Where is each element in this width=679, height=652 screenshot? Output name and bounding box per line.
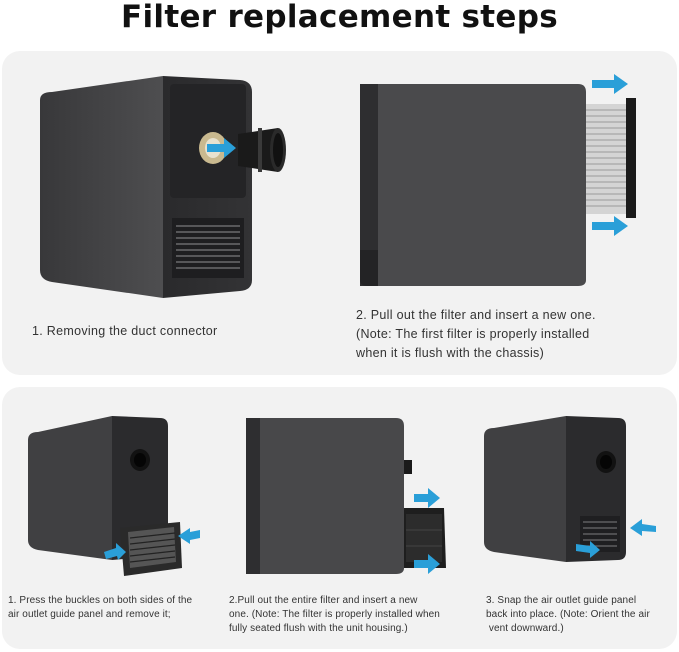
- step4-caption: 2.Pull out the entire filter and insert …: [229, 595, 440, 634]
- step1-caption: 1. Removing the duct connector: [32, 324, 218, 338]
- page-title: Filter replacement steps: [121, 0, 558, 35]
- step3-caption: 1. Press the buckles on both sides of th…: [8, 595, 193, 620]
- step5-caption: 3. Snap the air outlet guide panel back …: [486, 595, 650, 634]
- step2-caption: 2. Pull out the filter and insert a new …: [356, 308, 596, 360]
